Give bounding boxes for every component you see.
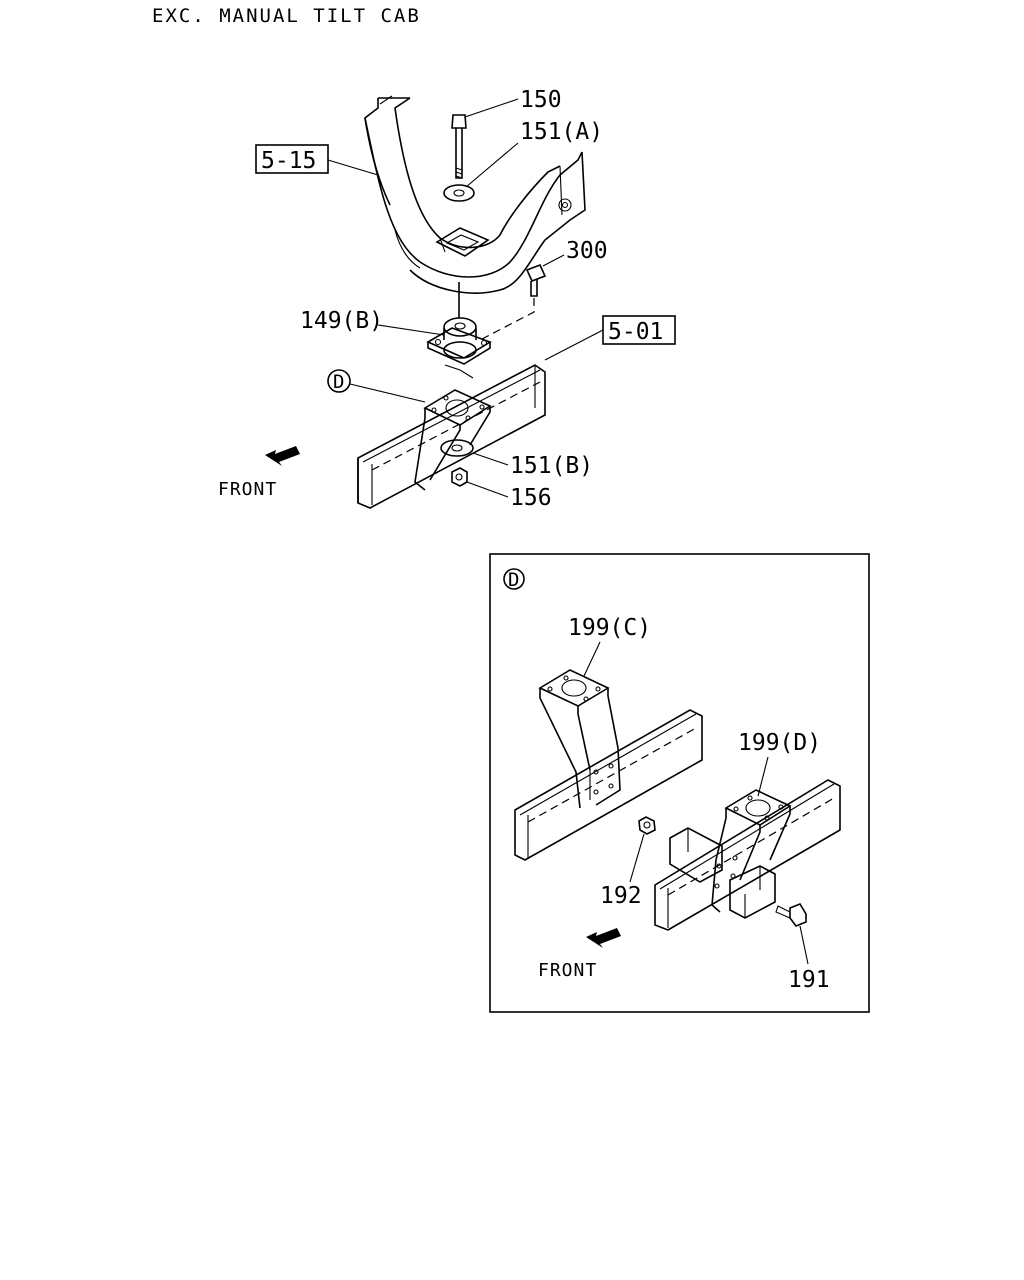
frame-beam [357,364,546,509]
label-300: 300 [566,238,608,264]
rubber-mount-149b [426,317,492,365]
bolt-191 [775,903,807,927]
label-151a: 151(A) [520,119,603,145]
ref-5-01: 5-01 [608,319,663,345]
main-assembly: FRONT 5-15 150 151(A) 300 149(B) 5-01 [218,87,676,511]
label-199c: 199(C) [568,615,651,641]
label-156: 156 [510,485,552,511]
cab-bracket [364,95,586,294]
nut-192 [638,816,656,835]
detail-cross-member [669,827,776,919]
washer-151a [443,184,475,202]
label-149b: 149(B) [300,308,383,334]
detail-upper-beam [514,709,703,861]
detail-panel-marker: D [508,569,519,591]
detail-d-panel: D [489,553,870,1013]
label-191: 191 [788,967,830,993]
frame-bracket-d [414,364,492,491]
label-199d: 199(D) [738,730,821,756]
front-arrow-icon [265,446,300,466]
detail-lower-beam [654,779,841,931]
diagram-title: EXC. MANUAL TILT CAB [152,5,421,27]
label-150: 150 [520,87,562,113]
detail-front-label: FRONT [538,960,597,981]
bolt-150 [451,114,467,179]
detail-marker-d: D [333,371,344,393]
bracket-199d [711,789,792,913]
label-192: 192 [600,883,642,909]
main-callouts: 5-15 150 151(A) 300 149(B) 5-01 D 151(B [255,87,676,511]
label-151b: 151(B) [510,453,593,479]
nut-156 [451,467,468,487]
washer-151b [440,439,474,457]
detail-callouts: 199(C) 199(D) 192 191 [568,615,830,993]
detail-front-arrow-icon [586,928,621,948]
front-label: FRONT [218,479,277,500]
bolt-300 [479,263,547,341]
ref-5-15: 5-15 [261,148,316,174]
bracket-199c [538,669,621,809]
